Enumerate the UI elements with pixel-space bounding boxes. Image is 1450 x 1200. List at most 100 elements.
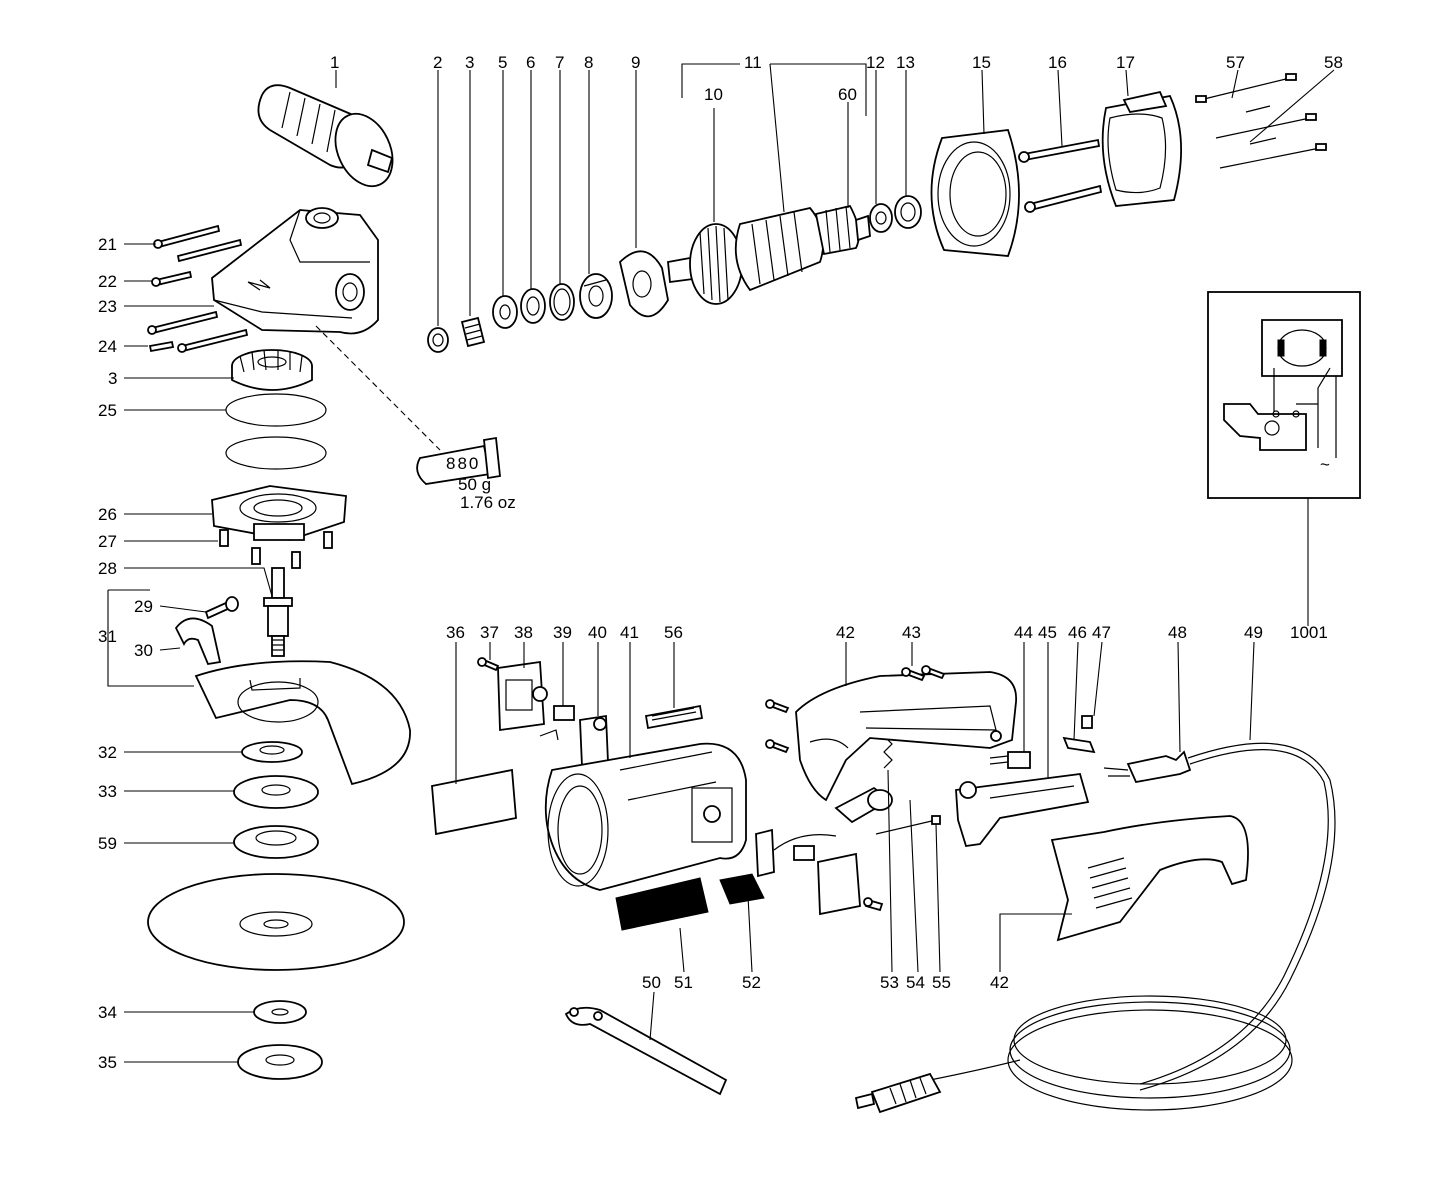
switch-lever-54 <box>834 786 893 824</box>
label-36: 36 <box>446 623 465 642</box>
label-60: 60 <box>838 85 857 104</box>
grease-weight-g: 50 g <box>458 475 491 494</box>
label-35: 35 <box>98 1053 117 1072</box>
part-number-labels: 1 2 3 5 6 7 8 9 11 10 60 12 13 15 16 17 … <box>98 53 1343 1072</box>
label-32: 32 <box>98 743 117 762</box>
label-48: 48 <box>1168 623 1187 642</box>
screw-22 <box>151 270 193 287</box>
stator-17 <box>1101 90 1183 207</box>
label-12: 12 <box>866 53 885 72</box>
label-57: 57 <box>1226 53 1245 72</box>
label-49: 49 <box>1244 623 1263 642</box>
label-42-top: 42 <box>836 623 855 642</box>
label-40: 40 <box>588 623 607 642</box>
label-44: 44 <box>1014 623 1033 642</box>
label-13: 13 <box>896 53 915 72</box>
label-17: 17 <box>1116 53 1135 72</box>
label-9: 9 <box>631 53 640 72</box>
screws-16 <box>1018 138 1103 213</box>
pin-55 <box>875 815 941 835</box>
bearing-flange-26 <box>211 485 347 541</box>
ring-7 <box>549 283 575 321</box>
bearing-12 <box>869 203 893 233</box>
label-1: 1 <box>330 53 339 72</box>
label-10: 10 <box>704 85 723 104</box>
label-59: 59 <box>98 834 117 853</box>
brush-holder-39 <box>539 705 575 741</box>
pinion-3 <box>460 316 486 348</box>
gear-housing-23 <box>211 207 379 335</box>
label-2: 2 <box>433 53 442 72</box>
screws-21 <box>153 224 243 263</box>
screws-24 <box>147 310 249 353</box>
label-55: 55 <box>932 973 951 992</box>
flange-59 <box>233 825 319 859</box>
label-43: 43 <box>902 623 921 642</box>
mains-plug <box>854 1072 942 1114</box>
label-23: 23 <box>98 297 117 316</box>
armature-11 <box>667 204 871 305</box>
o-ring-25b <box>225 436 327 470</box>
cable-sleeve-48 <box>1103 750 1192 784</box>
power-cable-49 <box>929 742 1336 1111</box>
label-51: 51 <box>674 973 693 992</box>
label-46: 46 <box>1068 623 1087 642</box>
wheel-guard-31 <box>194 660 411 786</box>
handle-lower-42 <box>1050 815 1249 942</box>
spanner-50 <box>564 1006 728 1096</box>
label-47: 47 <box>1092 623 1111 642</box>
bearing-plate-9 <box>619 250 669 318</box>
label-24: 24 <box>98 337 117 356</box>
clip-46 <box>1062 736 1096 754</box>
connection-cables-58 <box>1215 113 1327 169</box>
label-1001: 1001 <box>1290 623 1328 642</box>
screws-37 <box>477 657 500 672</box>
label-52: 52 <box>742 973 761 992</box>
label-45: 45 <box>1038 623 1057 642</box>
label-26: 26 <box>98 505 117 524</box>
label-28: 28 <box>98 559 117 578</box>
label-38: 38 <box>514 623 533 642</box>
label-56: 56 <box>664 623 683 642</box>
guard-clamp-30 <box>174 617 222 666</box>
washer-5 <box>492 295 518 329</box>
clamping-nut-34 <box>253 1000 307 1024</box>
connection-cables-57 <box>1195 73 1297 113</box>
label-25: 25 <box>98 401 117 420</box>
label-41: 41 <box>620 623 639 642</box>
motor-housing-41 <box>544 742 747 891</box>
grease-tube: 880 50 g 1.76 oz <box>315 325 516 512</box>
label-58: 58 <box>1324 53 1343 72</box>
grease-tube-code: 880 <box>446 454 480 473</box>
bearing-8 <box>579 273 613 319</box>
switch-module-45 <box>955 773 1090 847</box>
label-27: 27 <box>98 532 117 551</box>
bevel-gear-3 <box>231 349 313 391</box>
ring-13 <box>894 195 922 229</box>
switch-44 <box>989 751 1031 769</box>
sticker-52 <box>719 873 765 905</box>
label-54: 54 <box>906 973 925 992</box>
label-42-bottom: 42 <box>990 973 1009 992</box>
spindle-28 <box>263 567 293 657</box>
label-30: 30 <box>134 641 153 660</box>
label-8: 8 <box>584 53 593 72</box>
label-34: 34 <box>98 1003 117 1022</box>
switch-part-40 <box>579 714 609 768</box>
air-guide-15 <box>930 129 1020 257</box>
label-22: 22 <box>98 272 117 291</box>
handle-upper-42 <box>795 671 1017 802</box>
screws-27 <box>219 529 333 569</box>
flange-33 <box>233 775 319 809</box>
side-handle <box>257 84 394 188</box>
label-7: 7 <box>555 53 564 72</box>
label-15: 15 <box>972 53 991 72</box>
wiring-ac-symbol: ~ <box>1320 455 1330 474</box>
screws-43 <box>765 665 946 754</box>
label-3-left: 3 <box>108 369 117 388</box>
label-11: 11 <box>744 53 762 72</box>
switch-unit <box>755 828 884 916</box>
label-37: 37 <box>480 623 499 642</box>
ring-6 <box>520 288 546 324</box>
label-39: 39 <box>553 623 572 642</box>
